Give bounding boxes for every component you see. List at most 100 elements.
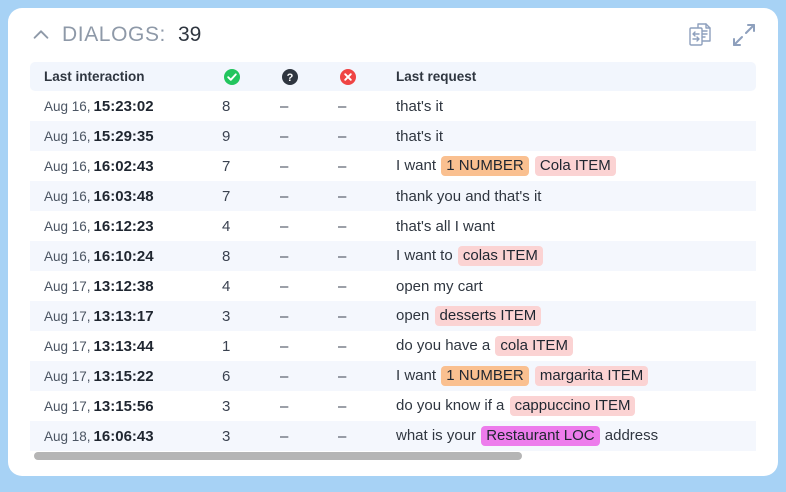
cell-failed-count: – [338, 217, 347, 235]
horizontal-scrollbar-thumb[interactable] [34, 452, 522, 460]
interaction-date: Aug 16, [44, 158, 91, 174]
cell-last-interaction: Aug 17,13:15:22 [30, 361, 220, 391]
interaction-time: 13:13:17 [93, 307, 154, 325]
cell-last-interaction: Aug 18,16:06:43 [30, 421, 220, 451]
cell-last-request: I want to colas ITEM [394, 241, 756, 271]
cell-resolved-count: 3 [220, 301, 278, 331]
entity-tag-item: margarita ITEM [534, 365, 649, 387]
interaction-time: 16:10:24 [93, 247, 154, 265]
cell-last-interaction: Aug 16,15:29:35 [30, 121, 220, 151]
cell-failed-count: – [338, 97, 347, 115]
column-header-failed[interactable] [336, 62, 394, 91]
dialogs-count: 39 [178, 23, 202, 46]
entity-tag-loc: Restaurant LOC [481, 425, 600, 447]
cell-last-request: do you have a cola ITEM [394, 331, 756, 361]
request-text: what is your [396, 426, 481, 444]
request-text: that's all I want [396, 217, 495, 235]
request-text: I want to [396, 246, 457, 264]
column-header-last-interaction[interactable]: Last interaction [30, 62, 220, 91]
request-text: I want [396, 156, 441, 174]
request-text: open my cart [396, 277, 483, 295]
interaction-date: Aug 16, [44, 98, 91, 114]
cell-last-request: that's it [394, 91, 756, 121]
cell-last-request: what is your Restaurant LOC address [394, 421, 756, 451]
entity-tag-item: cola ITEM [495, 335, 573, 357]
interaction-time: 13:15:22 [93, 367, 154, 385]
dialogs-table: Last interaction [30, 62, 756, 91]
cell-failed-count: – [338, 397, 347, 415]
request-text: that's it [396, 97, 444, 115]
request-text: address [600, 426, 659, 444]
cell-unresolved-count: – [278, 421, 336, 451]
interaction-time: 13:13:44 [93, 337, 154, 355]
cell-last-request: do you know if a cappuccino ITEM [394, 391, 756, 421]
cell-unresolved-count: – [278, 181, 336, 211]
cell-last-interaction: Aug 16,16:10:24 [30, 241, 220, 271]
request-text [530, 157, 534, 174]
interaction-time: 15:29:35 [93, 127, 154, 145]
dialogs-table-wrap: Last interaction [8, 62, 778, 460]
cell-last-request: that's it [394, 121, 756, 151]
cell-unresolved-count: – [280, 337, 289, 355]
cell-failed-count: – [336, 241, 394, 271]
cell-failed-count: – [338, 157, 347, 175]
cell-resolved-count: 8 [220, 241, 278, 271]
request-text: thank you and that's it [396, 187, 542, 205]
horizontal-scrollbar[interactable] [32, 451, 754, 460]
cell-failed-count: – [336, 181, 394, 211]
entity-tag-item: colas ITEM [457, 245, 543, 267]
chevron-up-icon[interactable] [30, 24, 52, 46]
table-header: Last interaction [30, 62, 756, 91]
interaction-time: 16:12:23 [93, 217, 154, 235]
interaction-time: 15:23:02 [93, 97, 154, 115]
compare-documents-icon[interactable] [686, 21, 714, 49]
column-header-last-request[interactable]: Last request [394, 62, 756, 91]
entity-tag-number: 1 NUMBER [441, 155, 529, 177]
cell-resolved-count: 6 [220, 361, 278, 391]
cell-failed-count: – [338, 277, 347, 295]
interaction-date: Aug 16, [44, 128, 91, 144]
entity-tag-item: cappuccino ITEM [509, 395, 636, 417]
cell-resolved-count: 1 [222, 337, 231, 355]
cell-last-interaction: Aug 17,13:13:17 [30, 301, 220, 331]
request-text: do you have a [396, 336, 495, 354]
cell-last-request: that's all I want [394, 211, 756, 241]
cell-last-interaction: Aug 17,13:12:38 [30, 271, 220, 301]
page-title: DIALOGS: [62, 23, 166, 46]
cell-failed-count: – [336, 121, 394, 151]
cell-last-interaction: Aug 16,16:03:48 [30, 181, 220, 211]
request-text [530, 367, 534, 384]
interaction-time: 16:06:43 [93, 427, 154, 445]
table-header-row: Last interaction [30, 62, 756, 91]
entity-tag-number: 1 NUMBER [441, 365, 529, 387]
column-header-resolved[interactable] [220, 62, 278, 91]
cell-unresolved-count: – [280, 97, 289, 115]
interaction-time: 16:02:43 [93, 157, 154, 175]
entity-tag-item: Cola ITEM [534, 155, 616, 177]
cell-unresolved-count: – [280, 217, 289, 235]
cell-last-interaction: Aug 16,15:23:02 [30, 91, 220, 121]
cell-resolved-count: 7 [220, 181, 278, 211]
cell-resolved-count: 4 [222, 277, 231, 295]
cell-unresolved-count: – [280, 277, 289, 295]
cell-unresolved-count: – [278, 361, 336, 391]
expand-fullscreen-icon[interactable] [730, 21, 758, 49]
interaction-date: Aug 16, [44, 218, 91, 234]
cell-last-request: thank you and that's it [394, 181, 756, 211]
check-circle-icon [224, 68, 240, 85]
column-header-unresolved[interactable]: ? [278, 62, 336, 91]
interaction-time: 13:12:38 [93, 277, 154, 295]
